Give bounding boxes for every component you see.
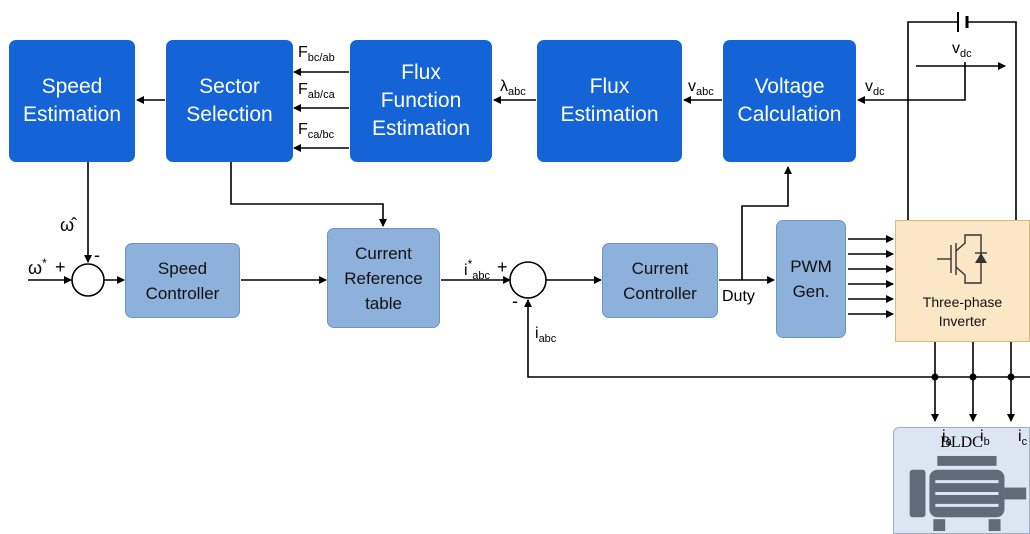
label-v-dc-bus: vdc	[952, 40, 972, 60]
speed-controller-block: Speed Controller	[125, 243, 240, 318]
label-i-abc-feedback: iabc	[535, 325, 557, 345]
current-minus-sign: -	[512, 291, 518, 311]
motor-icon	[909, 455, 1026, 532]
current-reference-table-block: Current Reference table	[327, 228, 440, 328]
flux-estimation-block: Flux Estimation	[537, 40, 682, 162]
bldc-motor-block: BLDC	[893, 427, 1030, 534]
label-duty: Duty	[722, 288, 755, 305]
speed-estimation-block: Speed Estimation	[9, 40, 135, 162]
current-summing-junction	[509, 261, 547, 299]
label-omega-ref: ω*	[28, 256, 47, 278]
speed-summing-junction	[71, 263, 105, 297]
pwm-gen-block: PWM Gen.	[776, 220, 846, 338]
label-v-abc: vabc	[688, 78, 714, 98]
voltage-calculation-block: Voltage Calculation	[723, 40, 856, 162]
current-plus-sign: +	[497, 257, 508, 277]
flux-function-estimation-block: Flux Function Estimation	[350, 40, 492, 162]
label-f-bc-ab: Fbc/ab	[298, 44, 335, 64]
current-controller-block: Current Controller	[602, 243, 718, 318]
label-lambda-abc: λabc	[500, 78, 526, 98]
label-i-b: ib	[980, 428, 990, 448]
battery-icon	[957, 12, 969, 32]
label-i-abc-ref: i*abc	[464, 257, 490, 282]
igbt-icon	[936, 234, 987, 284]
label-i-c: ic	[1018, 428, 1028, 448]
label-f-ca-bc: Fca/bc	[298, 121, 335, 141]
motor-label: BLDC	[940, 434, 983, 451]
three-phase-inverter-block: Three-phase Inverter	[895, 220, 1030, 342]
sector-selection-block: Sector Selection	[166, 40, 293, 162]
label-f-ab-ca: Fab/ca	[298, 81, 335, 101]
inverter-label: Three-phase Inverter	[922, 294, 1003, 329]
label-i-a: ia	[942, 428, 952, 448]
label-v-dc-input: vdc	[865, 78, 885, 98]
speed-minus-sign: -	[94, 245, 100, 265]
speed-plus-sign: +	[55, 257, 66, 277]
label-omega-hat: ω̂	[60, 215, 75, 235]
